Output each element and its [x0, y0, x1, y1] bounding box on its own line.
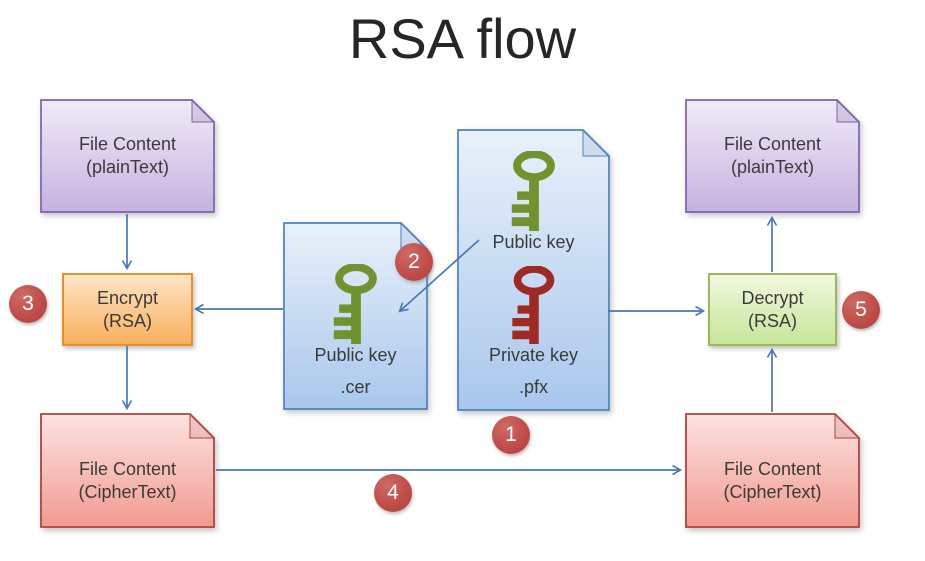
public-key-icon — [333, 264, 377, 344]
badge-step-5: 5 — [842, 291, 880, 329]
doc-plaintext-left-line2: (plainText) — [85, 157, 170, 177]
doc-ciphertext-left-line1: File Content — [78, 458, 177, 479]
public-key-icon — [511, 151, 555, 231]
doc-public-key-cer: Public key .cer — [283, 222, 428, 410]
folded-doc-shape — [40, 413, 215, 528]
folded-doc-shape — [685, 413, 860, 528]
badge-step-3: 3 — [9, 285, 47, 323]
private-key-icon — [511, 266, 554, 344]
keystore-extension: .pfx — [518, 377, 548, 397]
folded-doc-shape — [685, 99, 860, 213]
badge-step-1: 1 — [492, 416, 530, 454]
doc-ciphertext-right-line1: File Content — [723, 458, 822, 479]
doc-plaintext-left-line1: File Content — [78, 134, 177, 154]
doc-ciphertext-left: File Content (CipherText) — [40, 413, 215, 528]
keystore-private-key-label: Private key — [488, 345, 579, 365]
badge-step-2: 2 — [395, 243, 433, 281]
encrypt-line2: (RSA) — [103, 310, 152, 331]
encrypt-box: Encrypt (RSA) — [62, 273, 193, 346]
decrypt-box: Decrypt (RSA) — [708, 273, 837, 346]
doc-keystore-pfx: Public key Private key .pfx — [457, 129, 610, 411]
folded-doc-shape — [40, 99, 215, 213]
cer-extension: .cer — [340, 377, 371, 397]
encrypt-line1: Encrypt — [96, 287, 159, 308]
decrypt-line1: Decrypt — [741, 287, 804, 308]
doc-plaintext-right-line2: (plainText) — [730, 157, 815, 177]
keystore-public-key-label: Public key — [492, 232, 575, 252]
cer-label: Public key — [314, 345, 397, 365]
doc-plaintext-right: File Content (plainText) — [685, 99, 860, 213]
doc-plaintext-left: File Content (plainText) — [40, 99, 215, 213]
badge-step-4: 4 — [374, 474, 412, 512]
doc-ciphertext-right-line2: (CipherText) — [723, 481, 822, 502]
doc-plaintext-right-line1: File Content — [723, 134, 822, 154]
doc-ciphertext-left-line2: (CipherText) — [78, 481, 177, 502]
diagram-title: RSA flow — [348, 7, 577, 70]
doc-ciphertext-right: File Content (CipherText) — [685, 413, 860, 528]
decrypt-line2: (RSA) — [748, 310, 797, 331]
